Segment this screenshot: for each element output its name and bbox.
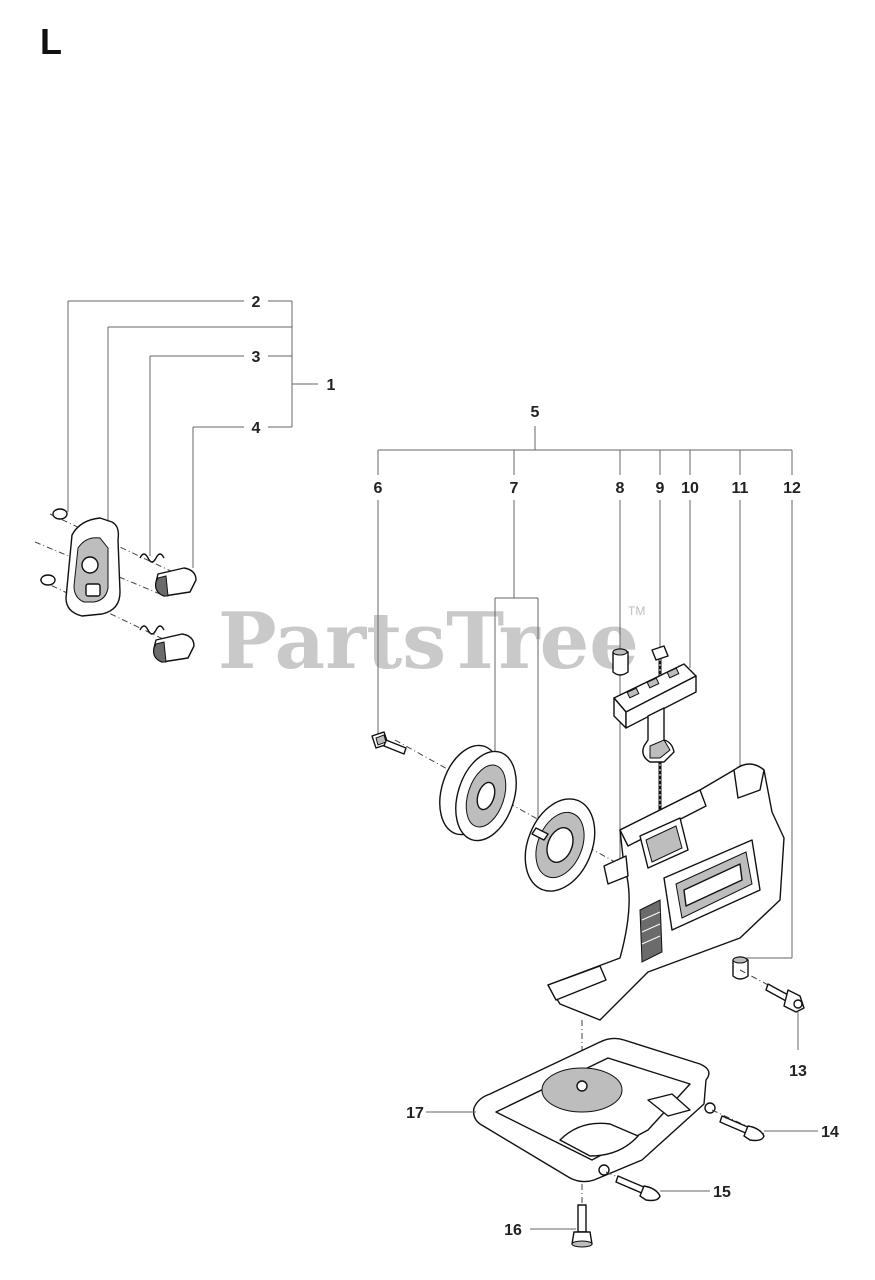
bolt-16 — [530, 1184, 593, 1248]
spacer-12 — [732, 956, 749, 980]
callout-12: 12 — [783, 480, 801, 497]
spring-upper — [139, 553, 165, 563]
callout-2: 2 — [252, 294, 261, 311]
spring-lower — [139, 625, 165, 635]
callout-5: 5 — [531, 404, 540, 421]
callout-10: 10 — [681, 480, 699, 497]
clip-lower — [40, 574, 56, 586]
screw-14 — [711, 1109, 818, 1142]
callout-8: 8 — [616, 480, 625, 497]
group-5-leaders — [377, 426, 793, 959]
bolt-13 — [739, 969, 805, 1050]
starter-assembly — [371, 645, 805, 1050]
watermark-tm: TM — [628, 604, 645, 618]
clip-upper — [52, 508, 68, 520]
callout-16: 16 — [504, 1222, 522, 1239]
cover-assembly — [34, 508, 197, 663]
callout-7: 7 — [510, 480, 519, 497]
section-letter: L — [40, 21, 62, 62]
callouts: 2 3 1 4 5 6 7 8 9 10 11 12 13 14 15 16 1… — [252, 294, 839, 1239]
plate-assembly — [426, 1020, 818, 1248]
callout-6: 6 — [374, 480, 383, 497]
watermark-text: PartsTree — [218, 596, 639, 687]
recoil-spring — [524, 798, 596, 892]
callout-4: 4 — [252, 420, 261, 437]
callout-15: 15 — [713, 1184, 731, 1201]
callout-17: 17 — [406, 1105, 424, 1122]
screw-15 — [605, 1171, 710, 1202]
starter-housing-11 — [547, 763, 785, 1021]
callout-14: 14 — [821, 1124, 839, 1141]
handle-10 — [613, 663, 697, 763]
callout-9: 9 — [656, 480, 665, 497]
group-1-leaders — [67, 300, 318, 568]
bolt-6 — [371, 731, 407, 755]
plate-17 — [426, 1037, 716, 1183]
callout-1: 1 — [327, 377, 336, 394]
bushing-8 — [612, 648, 629, 676]
callout-11: 11 — [732, 480, 749, 497]
callout-3: 3 — [252, 349, 261, 366]
pulley-7 — [439, 744, 517, 842]
watermark: PartsTree TM — [218, 596, 645, 687]
callout-13: 13 — [789, 1063, 807, 1080]
